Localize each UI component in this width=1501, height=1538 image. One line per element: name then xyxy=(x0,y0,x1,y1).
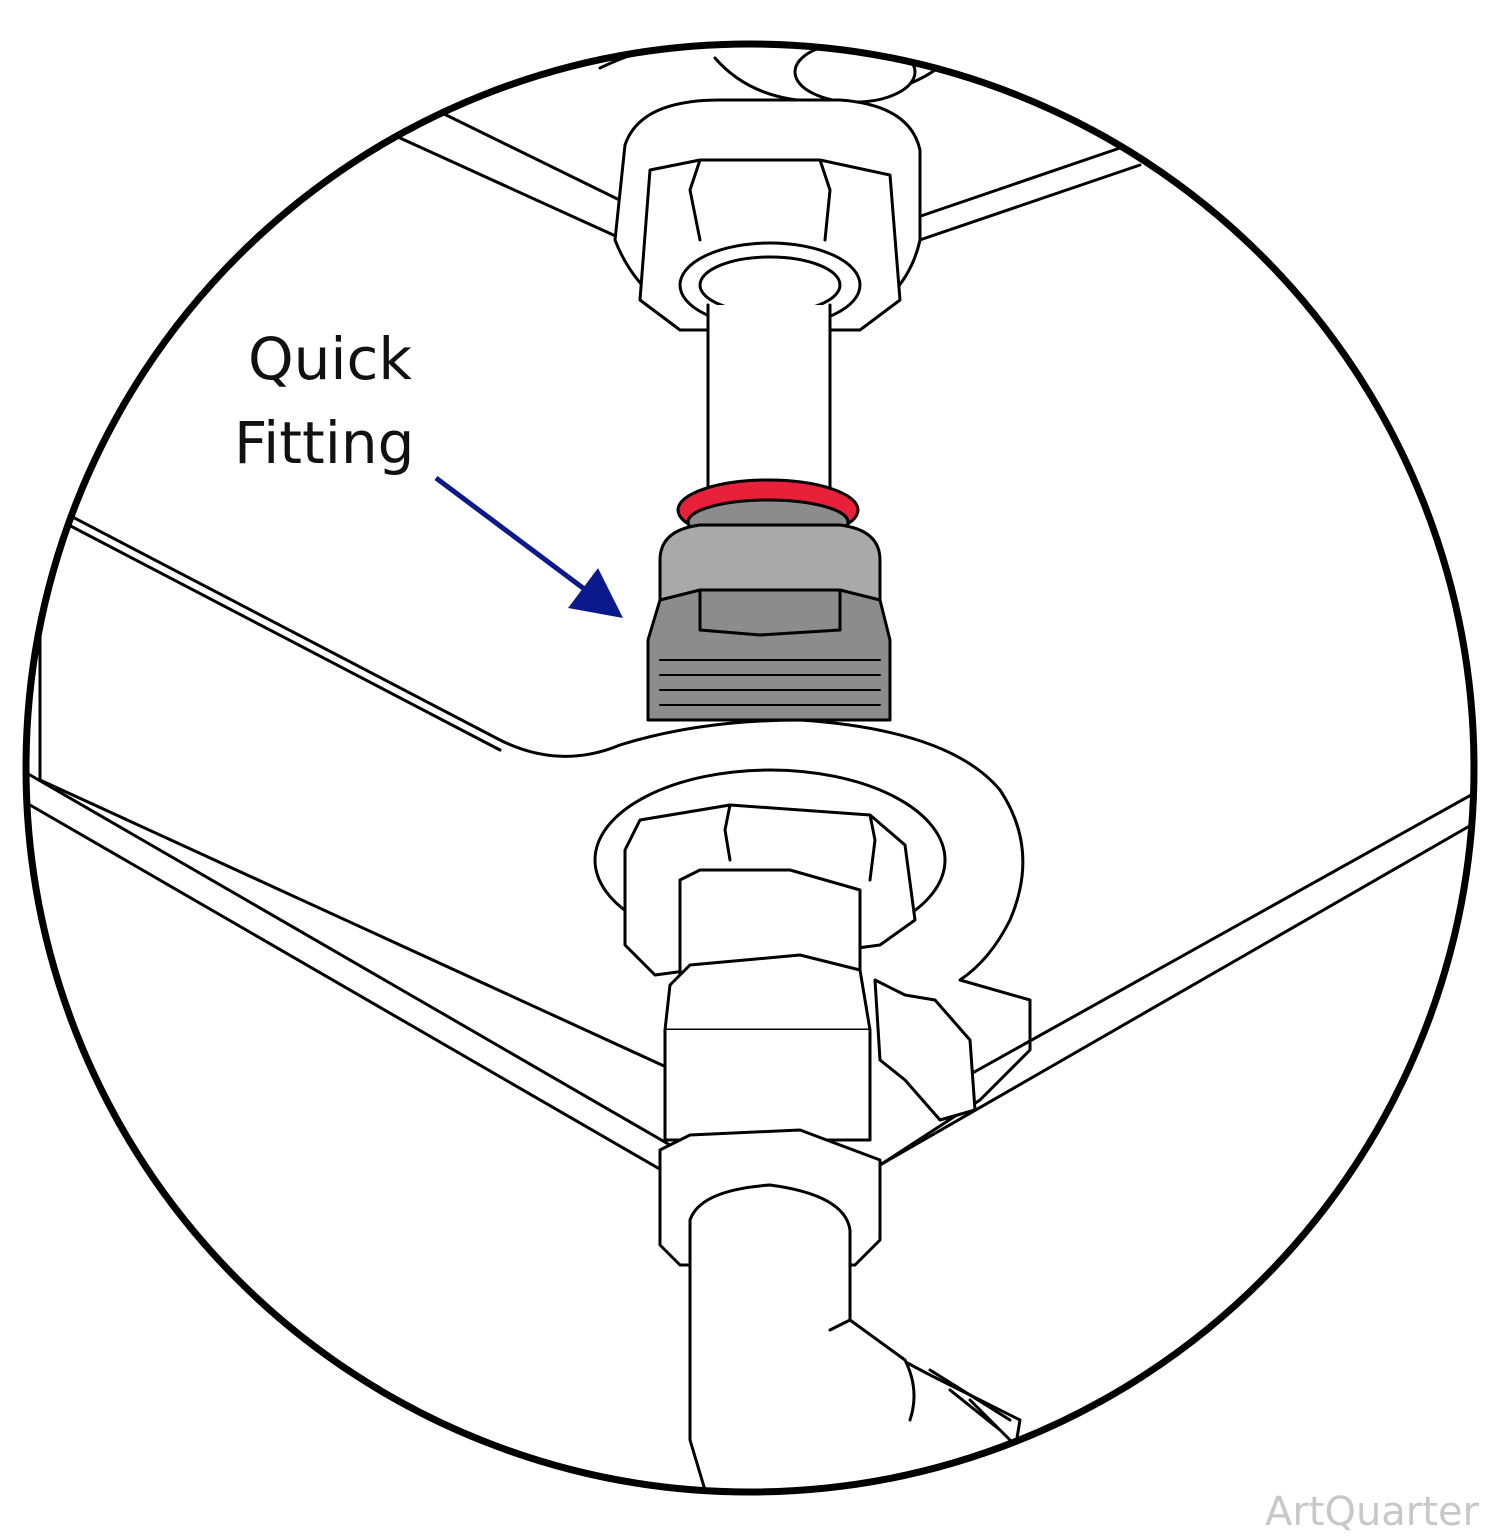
detail-circle xyxy=(22,40,1478,1496)
callout-arrow xyxy=(434,475,624,618)
upper-tube xyxy=(706,303,832,497)
quick-fitting-body xyxy=(646,478,892,722)
callout-label-line-2: Fitting xyxy=(234,409,415,477)
watermark: ArtQuarter xyxy=(1264,1489,1479,1535)
callout-label-line-1: Quick xyxy=(248,325,413,393)
top-mount-fitting xyxy=(613,44,952,342)
lower-hex-fitting xyxy=(658,868,1022,1492)
